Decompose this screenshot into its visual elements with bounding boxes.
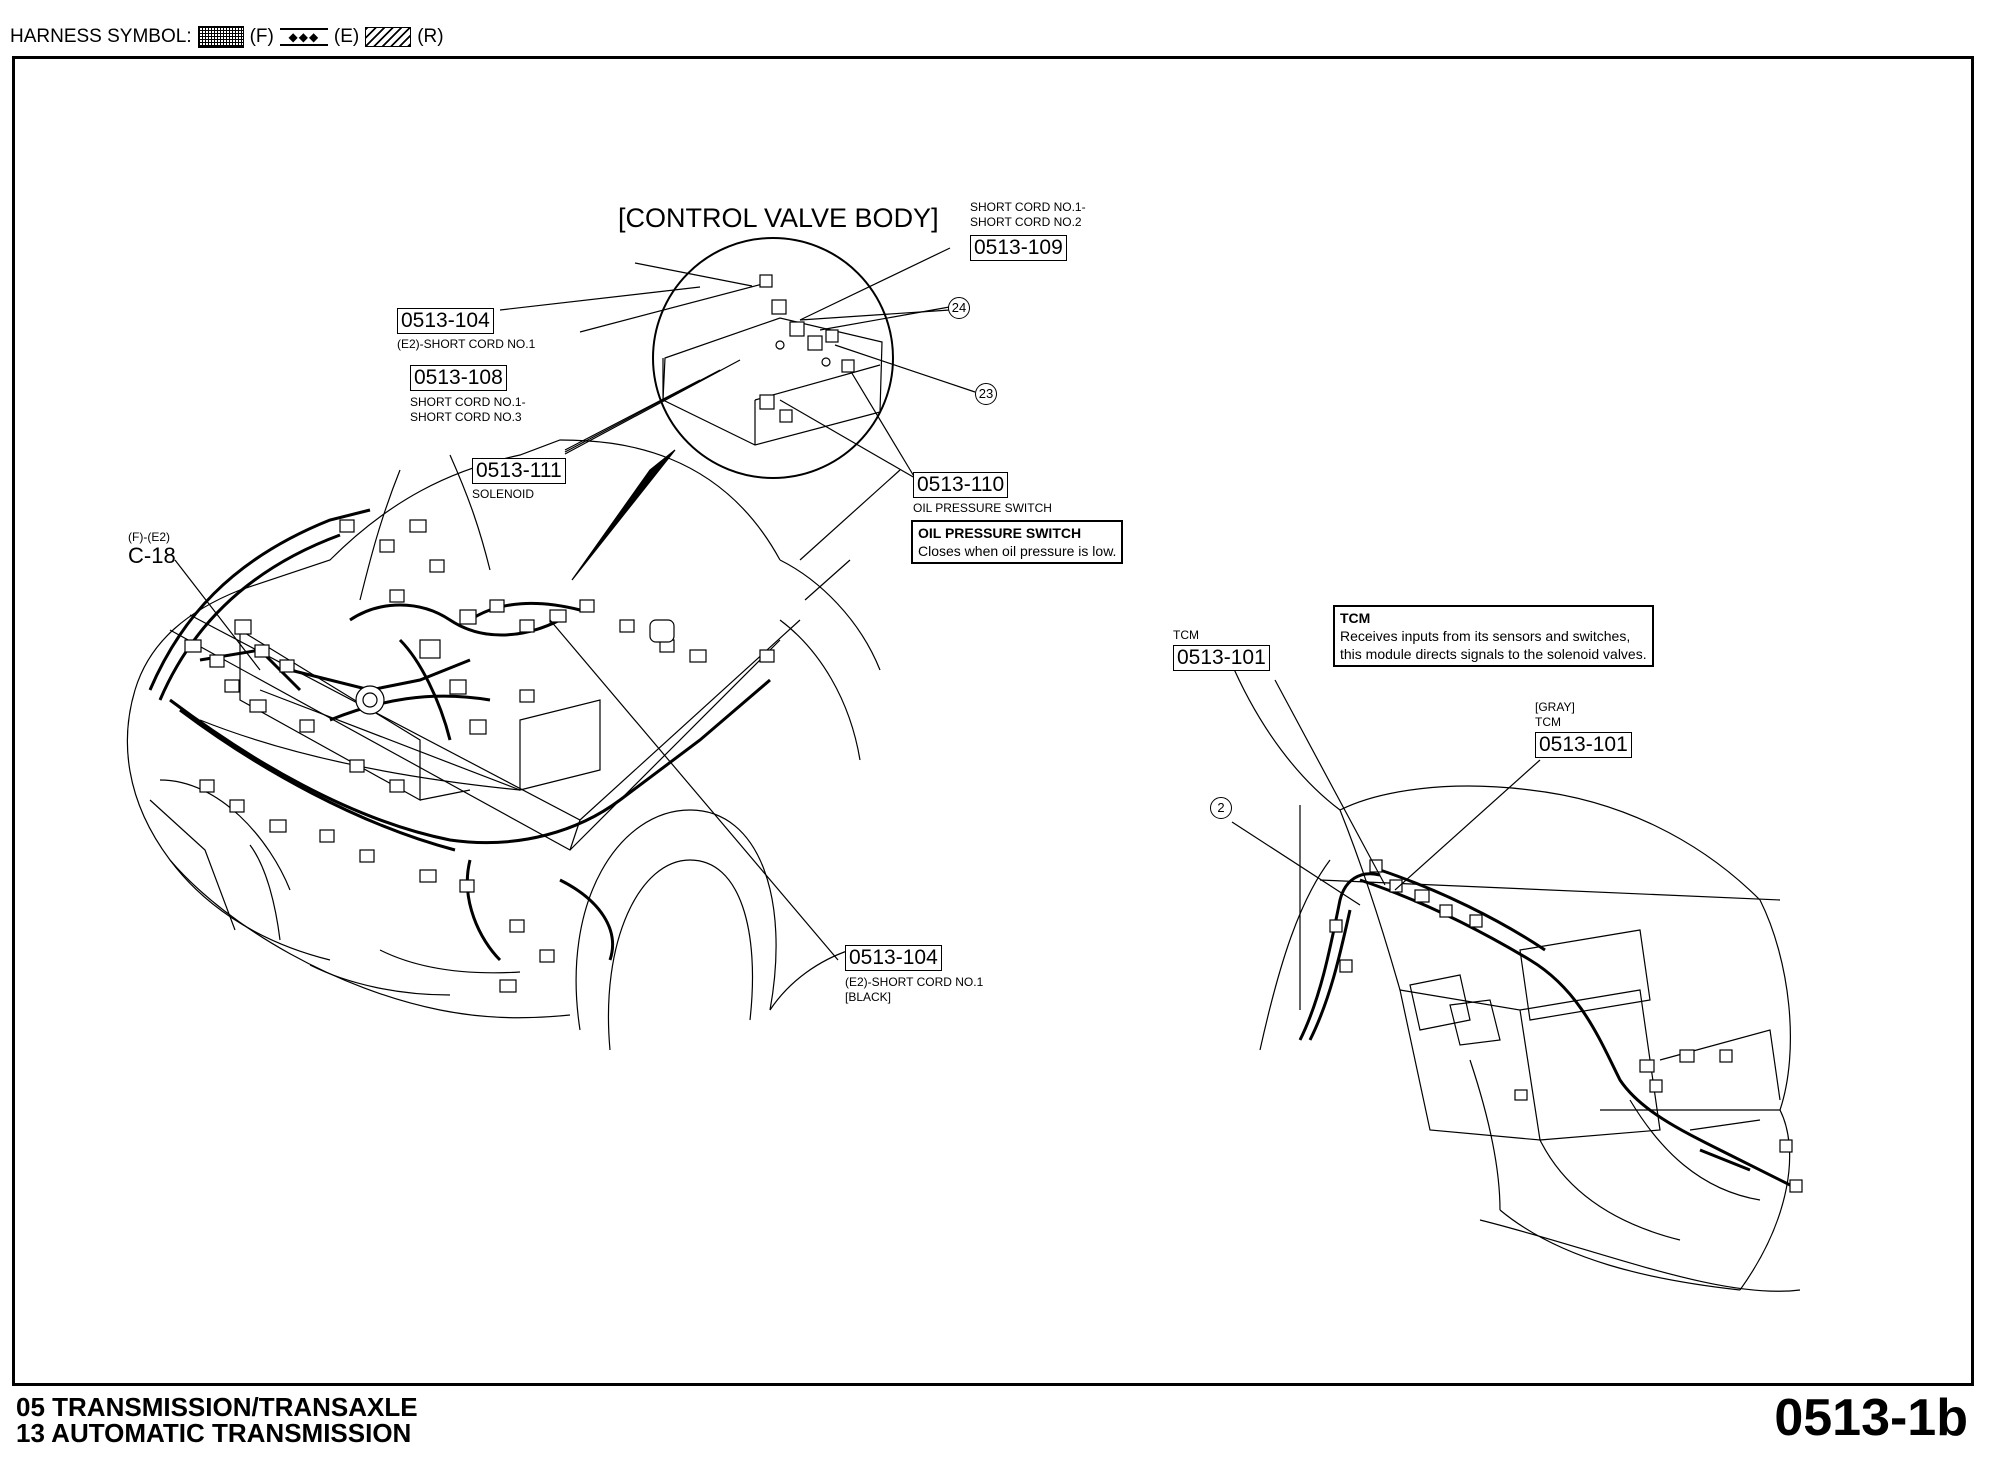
- section-footer: 05 TRANSMISSION/TRANSAXLE 13 AUTOMATIC T…: [16, 1394, 418, 1446]
- oil-pressure-switch-note-title: OIL PRESSURE SWITCH: [918, 525, 1082, 541]
- harness-symbol-legend: HARNESS SYMBOL: (F) ◆◆◆ (E) (R): [10, 26, 444, 48]
- magnifier-pointer: [571, 449, 676, 581]
- interior-connectors: [1329, 859, 1803, 1193]
- c108-desc-2: SHORT CORD No.3: [410, 410, 522, 424]
- connector-0513-108: 0513-108: [410, 365, 507, 391]
- c104b-desc-2: [BLACK]: [845, 990, 892, 1004]
- oil-pressure-switch-note: OIL PRESSURE SWITCH Closes when oil pres…: [911, 520, 1124, 564]
- c109-desc-1: SHORT CORD No.1-: [970, 200, 1086, 214]
- tcm-note: TCM Receives inputs from its sensors and…: [1333, 605, 1654, 667]
- oil-pressure-switch-note-body: Closes when oil pressure is low.: [918, 543, 1117, 559]
- connector-c-18: C-18: [128, 543, 176, 568]
- tcm-note-line-2: this module directs signals to the solen…: [1340, 646, 1647, 662]
- connector-0513-101-left: 0513-101: [1173, 645, 1270, 671]
- c101b-label-1: [GRAY]: [1535, 700, 1575, 714]
- footer-line-1: 05 TRANSMISSION/TRANSAXLE: [16, 1392, 418, 1422]
- interior-dash-outline: [1229, 659, 1801, 1292]
- c104b-desc-1: (E2)-SHORT CORD No.1: [845, 975, 984, 989]
- engine-connectors: [184, 519, 775, 993]
- c110-desc: OIL PRESSURE SWITCH: [913, 501, 1052, 515]
- symbol-r-code: (R): [417, 26, 444, 47]
- connector-0513-104-top: 0513-104: [397, 308, 494, 334]
- diagonal-hatch-icon: [365, 27, 412, 47]
- ref-number-2: 2: [1210, 797, 1232, 819]
- connector-0513-109: 0513-109: [970, 235, 1067, 261]
- valve-body-parts: [759, 274, 855, 423]
- connector-0513-111: 0513-111: [472, 458, 566, 484]
- c101b-label-2: TCM: [1535, 715, 1561, 729]
- dotted-hatch-icon: [197, 26, 244, 48]
- c111-desc: SOLENOID: [472, 487, 535, 501]
- diamond-chain-icon: ◆◆◆: [279, 28, 328, 46]
- ref-number-24: 24: [948, 297, 970, 319]
- control-valve-body-title: [CONTROL VALVE BODY]: [618, 203, 939, 233]
- diagram-frame: [12, 56, 1974, 1386]
- ref-number-23: 23: [975, 383, 997, 405]
- c101a-label: TCM: [1173, 628, 1199, 642]
- footer-line-2: 13 AUTOMATIC TRANSMISSION: [16, 1418, 412, 1448]
- connector-0513-101-right: 0513-101: [1535, 732, 1632, 758]
- c108-desc-1: SHORT CORD No.1-: [410, 395, 526, 409]
- connector-0513-110: 0513-110: [913, 472, 1009, 498]
- tcm-note-title: TCM: [1340, 610, 1371, 626]
- symbol-e-code: (E): [333, 26, 360, 47]
- c109-desc-2: SHORT CORD No.2: [970, 215, 1082, 229]
- c18-label: (F)-(E2): [128, 530, 170, 544]
- front-car-outline: [126, 439, 901, 1051]
- tcm-note-line-1: Receives inputs from its sensors and swi…: [1340, 628, 1631, 644]
- page-code: 0513-1b: [1774, 1389, 1968, 1447]
- c104a-desc: (E2)-SHORT CORD No.1: [397, 337, 536, 351]
- interior-harness: [1298, 868, 1801, 1192]
- magnifier-circle: [652, 237, 894, 479]
- symbol-f-code: (F): [249, 26, 274, 47]
- connector-0513-104-bottom: 0513-104: [845, 945, 942, 971]
- harness-symbol-label: HARNESS SYMBOL:: [10, 26, 192, 47]
